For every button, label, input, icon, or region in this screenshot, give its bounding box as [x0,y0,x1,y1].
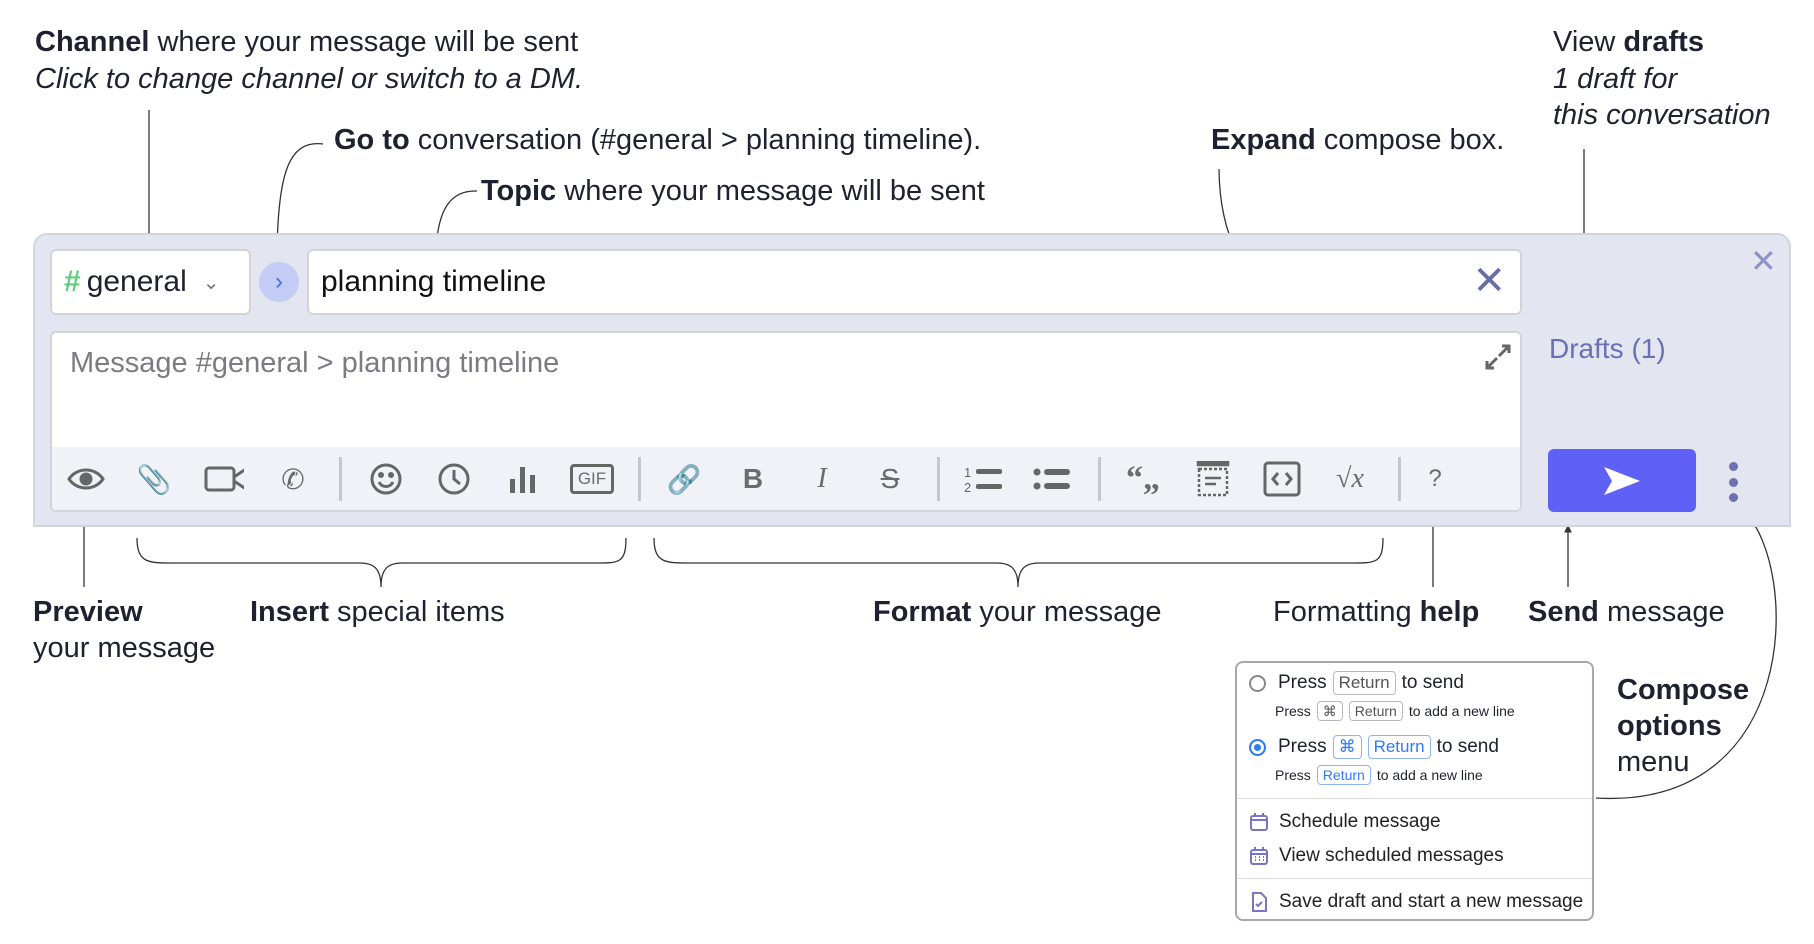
drafts-annotation-line3: this conversation [1553,99,1771,131]
spoiler-icon[interactable] [1193,461,1233,497]
hint-text: to add a new line [1408,703,1515,719]
view-scheduled-item[interactable]: View scheduled messages [1249,845,1504,867]
enter-sends-hint: Press ⌘ Return to add a new line [1275,701,1515,721]
toolbar-divider [937,457,940,501]
topic-value: planning timeline [321,265,547,298]
radio-selected[interactable] [1249,738,1266,756]
preview-eye-icon[interactable] [66,461,106,497]
math-icon[interactable]: √x [1336,463,1364,494]
channel-picker[interactable]: # general ⌄ [50,249,251,315]
send-icon [1604,466,1640,495]
quote-icon[interactable]: “„ [1126,460,1160,497]
menu-divider [1237,798,1592,799]
goto-pointer [273,143,324,255]
drafts-annotation: View drafts [1553,26,1704,58]
draft-icon [1252,892,1267,912]
cmd-enter-sends-option[interactable]: Press ⌘ Return to send [1249,735,1499,759]
preview-annotation-line2: your message [33,632,216,664]
send-button[interactable] [1548,449,1696,512]
options-annotation-line3: menu [1617,746,1690,778]
key-return: Return [1316,765,1371,785]
option-text: Press [1278,736,1327,757]
bold-icon[interactable]: B [742,463,764,494]
channel-annotation: Channel where your message will be sent [35,26,579,58]
poll-icon[interactable] [503,461,543,497]
hint-text: Press [1275,703,1311,719]
toolbar-divider [1398,457,1401,501]
expand-annotation: Expand compose box. [1211,124,1505,156]
cmd-enter-sends-hint: Press Return to add a new line [1275,765,1483,785]
drafts-annotation-line2: 1 draft for [1553,63,1678,95]
key-return: Return [1367,735,1431,759]
key-return: Return [1332,671,1396,695]
topic-input[interactable]: planning timeline ✕ [307,249,1522,315]
insert-annotation: Insert special items [250,596,505,628]
menu-item-label: View scheduled messages [1279,845,1504,866]
calendar-icon [1250,813,1268,831]
options-annotation-line2: options [1617,710,1722,742]
italic-icon[interactable]: I [817,463,827,494]
format-brace [653,537,1384,588]
drafts-link[interactable]: Drafts (1) [1549,333,1666,364]
toolbar-divider [1098,457,1101,501]
preview-annotation: Preview [33,596,143,628]
option-text: to send [1401,672,1464,693]
compose-options-button[interactable] [1722,462,1744,502]
hash-icon: # [64,265,81,298]
strikethrough-icon[interactable]: S [880,463,900,494]
insert-brace [136,537,627,588]
help-icon[interactable]: ? [1428,465,1442,492]
clear-topic-icon[interactable]: ✕ [1472,259,1506,303]
send-annotation: Send message [1528,596,1725,628]
message-input[interactable]: Message #general > planning timeline 📎 ✆… [50,331,1522,512]
key-cmd: ⌘ [1332,735,1362,759]
svg-text:1: 1 [964,465,971,480]
key-return: Return [1348,701,1403,721]
toolbar-divider [339,457,342,501]
svg-text:2: 2 [964,480,971,494]
channel-name: general [86,265,187,298]
chevron-right-icon: › [275,268,283,295]
option-text: to send [1436,736,1499,757]
link-icon[interactable]: 🔗 [666,463,702,495]
paperclip-icon[interactable]: 📎 [136,463,172,495]
menu-item-label: Schedule message [1279,811,1441,832]
phone-icon[interactable]: ✆ [281,463,305,495]
option-text: Press [1278,672,1327,693]
channel-annotation-sub: Click to change channel or switch to a D… [35,63,584,95]
key-cmd: ⌘ [1316,701,1343,721]
help-annotation: Formatting help [1273,596,1480,628]
menu-divider [1237,878,1592,879]
compose-options-menu: Press Return to send Press ⌘ Return to a… [1235,661,1594,921]
save-draft-item[interactable]: Save draft and start a new message [1249,891,1583,913]
chevron-down-icon: ⌄ [202,271,220,294]
options-pointer [1595,511,1777,799]
options-annotation-line1: Compose [1617,674,1750,706]
code-icon[interactable] [1262,461,1302,497]
menu-item-label: Save draft and start a new message [1279,891,1584,912]
hint-text: Press [1275,767,1311,783]
video-icon[interactable] [204,461,244,497]
radio-unselected[interactable] [1249,674,1266,692]
message-placeholder: Message #general > planning timeline [70,347,560,379]
calendar-grid-icon [1250,847,1268,865]
hint-text: to add a new line [1376,767,1483,783]
bullet-list-icon[interactable] [1032,461,1072,497]
goto-annotation: Go to conversation (#general > planning … [334,124,982,156]
smile-icon[interactable] [366,461,406,497]
go-to-conversation-button[interactable]: › [259,262,299,302]
clock-icon[interactable] [434,461,474,497]
gif-icon[interactable]: GIF [569,461,615,497]
close-compose-icon[interactable]: ✕ [1750,243,1777,279]
topic-annotation: Topic where your message will be sent [481,175,985,207]
toolbar-divider [638,457,641,501]
format-annotation: Format your message [873,596,1162,628]
expand-icon[interactable] [1484,343,1512,371]
schedule-message-item[interactable]: Schedule message [1249,811,1441,833]
enter-sends-option[interactable]: Press Return to send [1249,671,1464,695]
